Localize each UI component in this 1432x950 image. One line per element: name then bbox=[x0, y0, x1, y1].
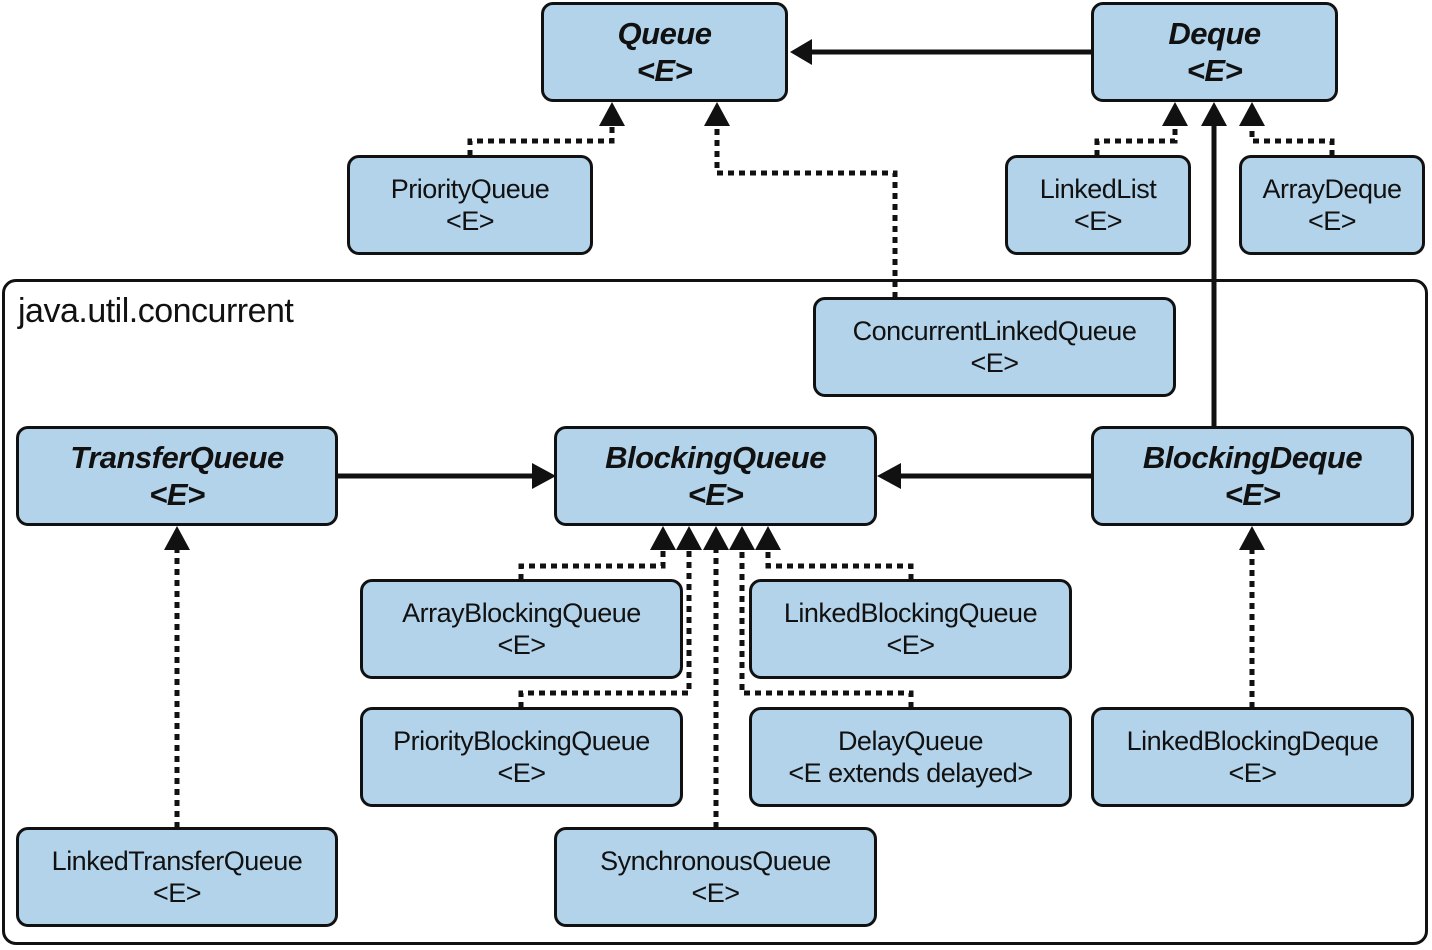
arrowhead-deque-from-arraydeque bbox=[1239, 102, 1265, 126]
node-synchronous-queue: SynchronousQueue <E> bbox=[554, 827, 877, 927]
node-linked-blocking-deque-name: LinkedBlockingDeque bbox=[1126, 725, 1379, 756]
arrowhead-blockingqueue-from-blockingdeque bbox=[877, 463, 901, 489]
arrowhead-blockingqueue-from-transferqueue bbox=[532, 463, 556, 489]
node-priority-queue: PriorityQueue <E> bbox=[347, 155, 593, 255]
arrowhead-blockingdeque-from-linkedblockingdeque bbox=[1239, 526, 1265, 550]
node-linked-list-name: LinkedList bbox=[1039, 173, 1157, 204]
node-deque: Deque <E> bbox=[1091, 2, 1338, 102]
node-linked-blocking-queue: LinkedBlockingQueue <E> bbox=[749, 579, 1072, 679]
node-array-deque-param: <E> bbox=[1307, 206, 1357, 236]
node-concurrent-linked-queue: ConcurrentLinkedQueue <E> bbox=[813, 297, 1176, 397]
node-blocking-deque-name: BlockingDeque bbox=[1142, 439, 1363, 475]
arrowhead-queue-from-deque bbox=[790, 39, 812, 65]
arrowhead-queue-from-concurrentlinkedqueue bbox=[704, 102, 730, 126]
arrowhead-queue-from-priorityqueue bbox=[599, 102, 625, 126]
node-linked-transfer-queue-param: <E> bbox=[152, 878, 202, 908]
node-concurrent-linked-queue-name: ConcurrentLinkedQueue bbox=[852, 315, 1137, 346]
node-delay-queue-name: DelayQueue bbox=[837, 725, 984, 756]
node-deque-param: <E> bbox=[1186, 53, 1243, 88]
arrowhead-blockingqueue-2 bbox=[676, 526, 702, 550]
node-array-deque-name: ArrayDeque bbox=[1262, 173, 1402, 204]
node-array-blocking-queue: ArrayBlockingQueue <E> bbox=[360, 579, 683, 679]
arrowhead-blockingqueue-3 bbox=[703, 526, 729, 550]
node-linked-list-param: <E> bbox=[1073, 206, 1123, 236]
node-priority-blocking-queue: PriorityBlockingQueue <E> bbox=[360, 707, 683, 807]
edge-linkedlist-to-deque bbox=[1094, 124, 1178, 156]
edge-arraydeque-to-deque bbox=[1249, 124, 1335, 156]
arrowhead-deque-from-linkedlist bbox=[1162, 102, 1188, 126]
node-transfer-queue: TransferQueue <E> bbox=[16, 426, 338, 526]
arrowhead-deque-from-blockingdeque bbox=[1201, 102, 1227, 126]
node-blocking-queue-param: <E> bbox=[687, 477, 744, 512]
node-transfer-queue-name: TransferQueue bbox=[70, 439, 284, 475]
node-queue: Queue <E> bbox=[541, 2, 788, 102]
arrowhead-blockingqueue-5 bbox=[755, 526, 781, 550]
node-priority-queue-param: <E> bbox=[445, 206, 495, 236]
node-priority-blocking-queue-param: <E> bbox=[497, 758, 546, 788]
node-delay-queue-param: <E extends delayed> bbox=[788, 758, 1033, 788]
node-deque-name: Deque bbox=[1168, 15, 1261, 51]
node-linked-blocking-queue-param: <E> bbox=[886, 630, 935, 660]
arrowhead-blockingqueue-4 bbox=[729, 526, 755, 550]
edge-linkedblockingqueue-to-blockingqueue bbox=[765, 549, 914, 580]
arrowhead-transferqueue-from-linkedtransferqueue bbox=[164, 526, 190, 550]
node-linked-transfer-queue: LinkedTransferQueue <E> bbox=[16, 827, 338, 927]
node-priority-blocking-queue-name: PriorityBlockingQueue bbox=[393, 725, 650, 756]
package-frame-java-util-concurrent bbox=[2, 279, 1428, 945]
node-synchronous-queue-name: SynchronousQueue bbox=[600, 845, 831, 876]
node-delay-queue: DelayQueue <E extends delayed> bbox=[749, 707, 1072, 807]
node-blocking-queue: BlockingQueue <E> bbox=[554, 426, 877, 526]
node-linked-transfer-queue-name: LinkedTransferQueue bbox=[51, 845, 303, 876]
node-linked-blocking-queue-name: LinkedBlockingQueue bbox=[783, 597, 1038, 628]
node-array-blocking-queue-name: ArrayBlockingQueue bbox=[402, 597, 641, 628]
node-concurrent-linked-queue-param: <E> bbox=[970, 348, 1019, 378]
node-linked-blocking-deque: LinkedBlockingDeque <E> bbox=[1091, 707, 1414, 807]
node-queue-param: <E> bbox=[636, 53, 693, 88]
package-label: java.util.concurrent bbox=[18, 292, 294, 330]
edge-delayqueue-to-blockingqueue bbox=[739, 549, 914, 708]
node-array-blocking-queue-param: <E> bbox=[497, 630, 546, 660]
edge-priorityqueue-to-queue bbox=[467, 124, 615, 156]
node-blocking-deque: BlockingDeque <E> bbox=[1091, 426, 1414, 526]
node-linked-blocking-deque-param: <E> bbox=[1228, 758, 1277, 788]
node-array-deque: ArrayDeque <E> bbox=[1239, 155, 1425, 255]
node-blocking-deque-param: <E> bbox=[1224, 477, 1281, 512]
edge-concurrentlinkedqueue-to-queue bbox=[714, 124, 898, 298]
node-transfer-queue-param: <E> bbox=[149, 477, 205, 512]
node-queue-name: Queue bbox=[617, 15, 712, 51]
node-synchronous-queue-param: <E> bbox=[691, 878, 740, 908]
node-blocking-queue-name: BlockingQueue bbox=[605, 439, 826, 475]
node-priority-queue-name: PriorityQueue bbox=[390, 173, 550, 204]
arrowhead-blockingqueue-1 bbox=[650, 526, 676, 550]
edge-priorityblockingqueue-to-blockingqueue bbox=[518, 549, 692, 708]
node-linked-list: LinkedList <E> bbox=[1005, 155, 1191, 255]
